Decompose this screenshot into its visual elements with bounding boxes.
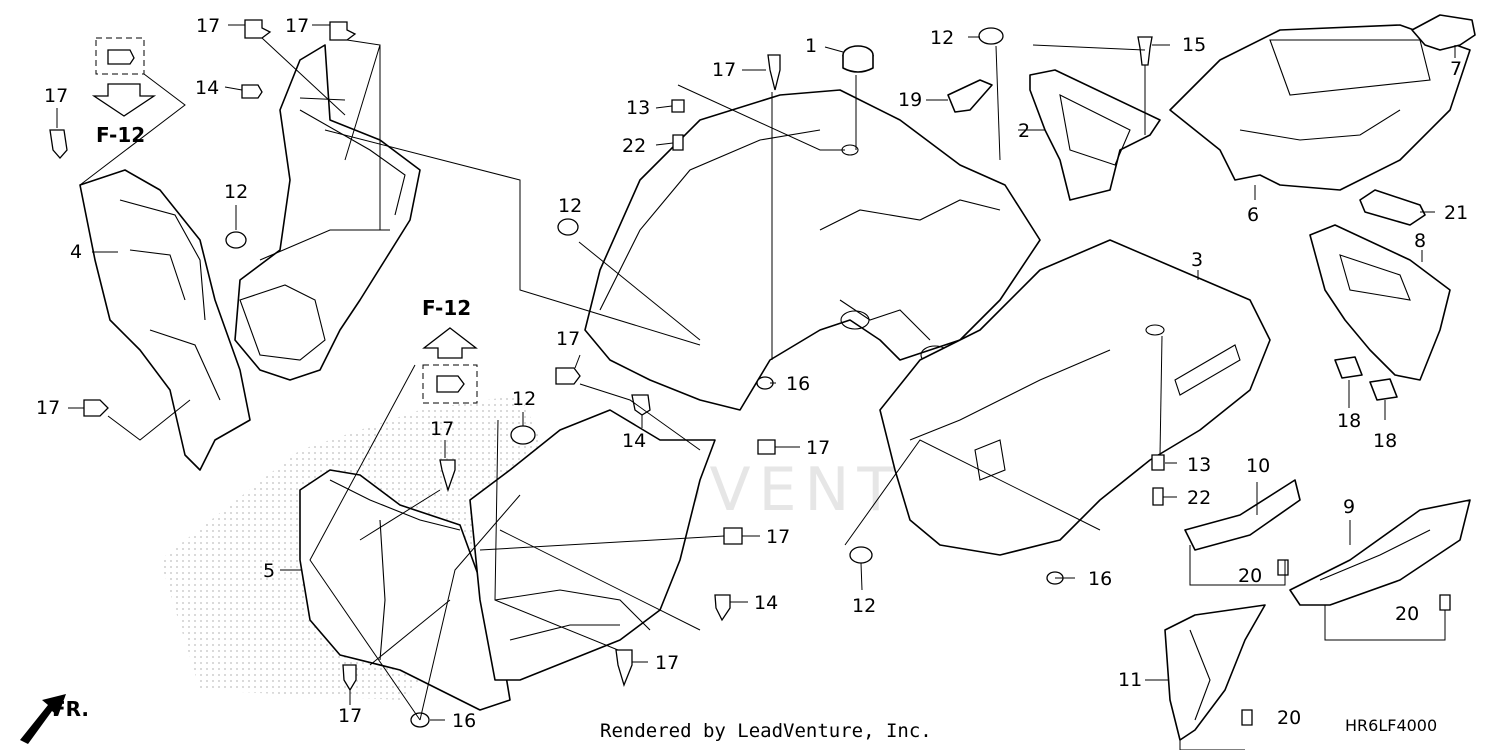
label-12-d: 12 — [512, 388, 536, 410]
rear-fender-upper — [584, 89, 1041, 411]
label-2: 2 — [1018, 120, 1030, 142]
fasteners — [49, 19, 1451, 728]
label-17-h: 17 — [806, 437, 830, 459]
leader-lines — [56, 24, 1456, 750]
label-17-k: 17 — [338, 705, 362, 727]
label-8: 8 — [1414, 230, 1426, 252]
part-19-band — [947, 79, 993, 113]
label-3: 3 — [1191, 249, 1203, 271]
footer-credit: Rendered by LeadVenture, Inc. — [600, 720, 932, 742]
label-12-b: 12 — [558, 195, 582, 217]
reference-box-middle — [422, 364, 478, 404]
arrow-down-icon — [91, 83, 157, 117]
label-17-d: 17 — [36, 397, 60, 419]
part-10-trim — [1184, 479, 1301, 551]
part-12-grommets — [225, 27, 1004, 564]
label-13-a: 13 — [626, 97, 650, 119]
part-4-front-side-cover — [79, 169, 251, 471]
part-11-side-guard — [1164, 604, 1266, 741]
label-19: 19 — [898, 89, 922, 111]
label-20-a: 20 — [1238, 565, 1262, 587]
label-12-e: 12 — [852, 595, 876, 617]
label-18-a: 18 — [1337, 410, 1361, 432]
label-16-b: 16 — [1088, 568, 1112, 590]
label-6: 6 — [1247, 204, 1259, 226]
front-arrow-icon — [20, 694, 66, 744]
label-14-b: 14 — [622, 430, 646, 452]
label-4: 4 — [70, 241, 82, 263]
part-9-undercover — [1289, 499, 1471, 606]
reference-label-top: F-12 — [96, 123, 145, 147]
label-22-b: 22 — [1187, 487, 1211, 509]
label-13-b: 13 — [1187, 454, 1211, 476]
label-9: 9 — [1343, 496, 1355, 518]
part-labels: 17 17 14 17 F-12 12 4 17 F-12 12 1 17 13… — [36, 15, 1468, 742]
label-17-i: 17 — [766, 526, 790, 548]
label-20-b: 20 — [1395, 603, 1419, 625]
front-label: FR. — [52, 697, 89, 721]
part-7-clip — [1411, 14, 1476, 51]
label-12-a: 12 — [224, 181, 248, 203]
label-17-e: 17 — [712, 59, 736, 81]
label-17-a: 17 — [196, 15, 220, 37]
diagram-code: HR6LF4000 — [1345, 716, 1437, 735]
label-17-b: 17 — [285, 15, 309, 37]
label-18-b: 18 — [1373, 430, 1397, 452]
part-8-taillight-housing — [1309, 224, 1451, 381]
label-17-j: 17 — [655, 652, 679, 674]
label-14-a: 14 — [195, 77, 219, 99]
part-3-rear-fender — [879, 239, 1271, 556]
label-10: 10 — [1246, 455, 1270, 477]
label-21: 21 — [1444, 202, 1468, 224]
label-17-c: 17 — [44, 85, 68, 107]
label-1: 1 — [805, 35, 817, 57]
reference-clip-middle — [436, 375, 465, 393]
part-5-lower-side-cover — [299, 409, 716, 711]
part-6-rear-top-cover — [1169, 24, 1471, 191]
label-5: 5 — [263, 560, 275, 582]
reference-clip-top — [107, 49, 135, 65]
label-16-c: 16 — [452, 710, 476, 732]
label-14-c: 14 — [754, 592, 778, 614]
label-15: 15 — [1182, 34, 1206, 56]
front-footwell-panel — [234, 44, 421, 381]
label-17-f: 17 — [556, 328, 580, 350]
label-16-a: 16 — [786, 373, 810, 395]
label-17-g: 17 — [430, 418, 454, 440]
reference-box-top — [95, 37, 145, 75]
reference-label-middle: F-12 — [422, 296, 471, 320]
label-22-a: 22 — [622, 135, 646, 157]
label-7: 7 — [1450, 58, 1462, 80]
part-2-bracket — [1029, 69, 1161, 201]
label-20-c: 20 — [1277, 707, 1301, 729]
arrow-up-icon — [422, 327, 478, 359]
label-11: 11 — [1118, 669, 1142, 691]
part-21-strap — [1359, 189, 1426, 226]
part-18-pads — [1334, 356, 1398, 401]
label-12-c: 12 — [930, 27, 954, 49]
part-1-grommet — [842, 45, 874, 73]
